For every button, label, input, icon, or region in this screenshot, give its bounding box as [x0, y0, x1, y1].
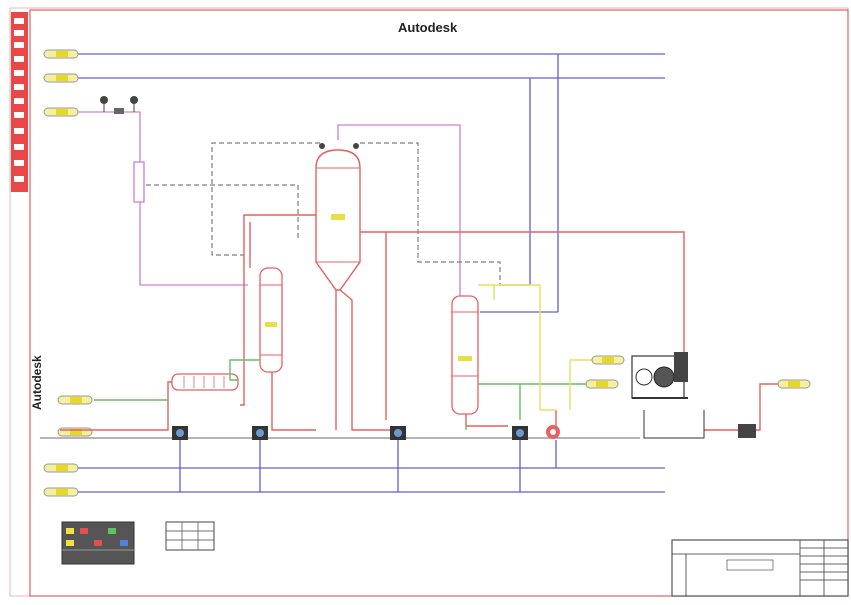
utility-tag	[43, 49, 79, 59]
pump	[512, 426, 528, 440]
utility-tag	[591, 355, 625, 365]
pink-steam-line	[78, 111, 461, 300]
red-process-lines	[60, 214, 778, 436]
utility-tag	[43, 487, 79, 497]
control-signal-lines	[146, 142, 501, 285]
revision-strip-marks	[14, 18, 24, 182]
drawing-title-block	[671, 539, 849, 597]
symbol-legend	[61, 521, 135, 565]
utility-tag	[777, 379, 811, 389]
utility-tag	[57, 395, 93, 405]
condenser-column	[451, 295, 479, 415]
pump-base	[643, 410, 705, 439]
transfer-pumps	[172, 424, 756, 440]
pressure-gauges	[100, 96, 138, 114]
top-utility-lines	[78, 53, 665, 79]
vacuum-pump	[631, 352, 688, 399]
heat-exchanger	[171, 373, 239, 391]
preheater-column	[259, 267, 283, 373]
pump	[546, 425, 560, 439]
drawing-title-top: Autodesk	[398, 20, 458, 35]
bottom-utility-lines	[78, 440, 665, 493]
inner-frame	[29, 9, 849, 597]
utility-tag	[43, 73, 79, 83]
drawing-title-side: Autodesk	[30, 355, 44, 410]
pump	[738, 424, 756, 438]
green-lines	[94, 359, 592, 430]
blue-cooling-lines	[480, 54, 559, 313]
pump	[252, 426, 268, 440]
utility-tag	[43, 107, 79, 117]
evaporator-vessel	[315, 143, 361, 291]
yellow-lines	[478, 284, 592, 411]
utility-tags-left	[43, 49, 93, 497]
pump	[172, 426, 188, 440]
pump	[390, 426, 406, 440]
utility-tags-right	[585, 355, 811, 389]
outer-frame	[9, 7, 849, 597]
utility-tag	[57, 427, 93, 437]
utility-tag	[43, 463, 79, 473]
utility-tag	[585, 379, 619, 389]
line-legend	[165, 521, 215, 551]
